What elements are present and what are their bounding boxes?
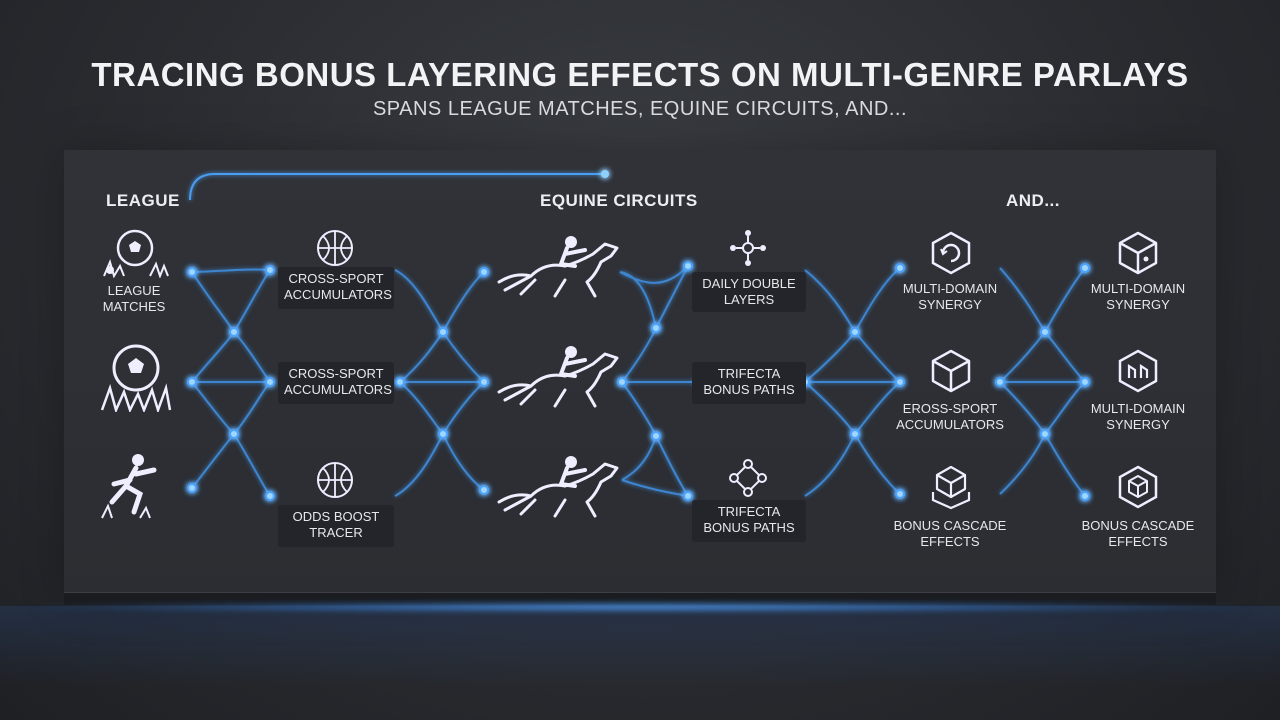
col5-item-1: MULTI-DOMAIN SYNERGY (902, 281, 998, 312)
node (479, 377, 489, 387)
column-head-league: LEAGUE (106, 191, 180, 210)
node (438, 327, 448, 337)
cube-icon (931, 349, 971, 393)
node (1040, 327, 1050, 337)
node (479, 485, 489, 495)
floor-reflection (0, 606, 1280, 720)
network-node-icon (730, 230, 766, 266)
node (1080, 263, 1090, 273)
node (850, 429, 860, 439)
cube-dots-icon (1118, 231, 1158, 275)
node (229, 429, 239, 439)
page-subtitle: SPANS LEAGUE MATCHES, EQUINE CIRCUITS, A… (372, 98, 908, 120)
top-bracket-node (601, 170, 609, 178)
horse-racing-icon (497, 456, 619, 518)
node (187, 483, 197, 493)
node (895, 377, 905, 387)
hexagon-cycle-icon (931, 231, 971, 275)
diamond-network-icon (729, 459, 767, 497)
node (1080, 491, 1090, 501)
col6-item-1: MULTI-DOMAIN SYNERGY (1090, 281, 1186, 312)
node (395, 377, 405, 387)
molecule-cube-icon (1118, 349, 1158, 393)
panel-ledge (64, 592, 1216, 605)
node (850, 327, 860, 337)
node (265, 377, 275, 387)
node (187, 377, 197, 387)
stacked-cubes-icon (931, 465, 971, 510)
node (438, 429, 448, 439)
col2-item-2: CROSS-SPORT ACCUMULATORS (278, 362, 394, 404)
basketball-icon (317, 230, 353, 266)
node (1080, 377, 1090, 387)
col4-item-1: DAILY DOUBLE LAYERS (692, 272, 806, 312)
soccer-ball-grass-icon (100, 344, 172, 412)
basketball-icon (317, 462, 353, 498)
page-title: TRACING BONUS LAYERING EFFECTS ON MULTI-… (91, 56, 1189, 93)
node (995, 377, 1005, 387)
node (683, 261, 693, 271)
league-matches-label: LEAGUE MATCHES (102, 283, 166, 314)
col6-item-3: BONUS CASCADE EFFECTS (1081, 518, 1195, 549)
node (651, 431, 661, 441)
node (265, 265, 275, 275)
col4-item-2: TRIFECTA BONUS PATHS (692, 362, 806, 404)
col2-item-3: ODDS BOOST TRACER (278, 505, 394, 547)
horse-racing-icon (497, 346, 619, 408)
node (479, 267, 489, 277)
soccer-ball-grass-icon (103, 229, 169, 278)
top-bracket-line (189, 173, 605, 201)
node (651, 323, 661, 333)
diagram-panel (64, 150, 1216, 600)
node (617, 377, 627, 387)
node (1040, 429, 1050, 439)
node (265, 491, 275, 501)
runner-icon (101, 454, 157, 519)
col5-item-2: EROSS-SPORT ACCUMULATORS (896, 401, 1004, 432)
hexagon-cube-icon (1118, 465, 1158, 509)
col6-item-2: MULTI-DOMAIN SYNERGY (1090, 401, 1186, 432)
col2-item-1: CROSS-SPORT ACCUMULATORS (278, 267, 394, 309)
col5-item-3: BONUS CASCADE EFFECTS (893, 518, 1007, 549)
ledge-glow (40, 602, 1240, 612)
column-head-and: AND... (1006, 191, 1060, 210)
horse-racing-icon (497, 236, 619, 298)
node (683, 491, 693, 501)
node (895, 489, 905, 499)
node (229, 327, 239, 337)
node (187, 267, 197, 277)
column-head-equine: EQUINE CIRCUITS (540, 191, 698, 210)
node (895, 263, 905, 273)
col4-item-3: TRIFECTA BONUS PATHS (692, 500, 806, 542)
